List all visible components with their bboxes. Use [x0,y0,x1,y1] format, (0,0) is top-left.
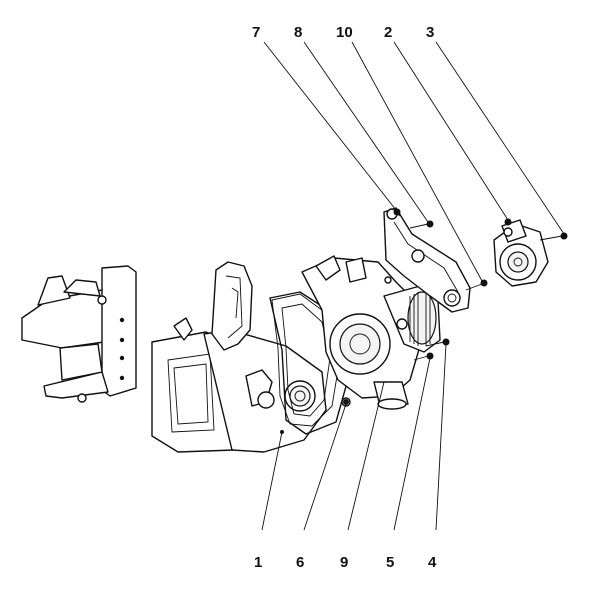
leader-7 [263,41,397,211]
leader-3 [435,41,565,235]
callout-7: 7 [252,24,260,41]
callout-4: 4 [428,554,437,571]
leader-5 [393,357,431,531]
leader-2 [393,41,509,221]
leader-lines [261,41,565,531]
engine-mount-bracket [21,265,137,403]
callout-3: 3 [426,24,434,41]
bolt-6 [343,399,349,405]
bolt-5 [413,352,434,361]
leader-8 [303,41,429,223]
tensioner-2 [493,219,549,287]
bolt-3 [539,232,568,241]
bolt-8 [409,220,434,229]
bolt-7 [393,208,401,217]
callout-5: 5 [386,554,394,571]
leader-6 [303,403,347,531]
leader-4 [435,343,447,531]
callout-10: 10 [336,24,353,41]
callout-6: 6 [296,554,304,571]
callout-2: 2 [384,24,392,41]
leader-1 [261,431,283,531]
callout-9: 9 [340,554,348,571]
bolt-10 [465,279,488,291]
callout-8: 8 [294,24,302,41]
leader-10 [351,41,483,282]
callout-1: 1 [254,554,262,571]
housing-part-1 [151,261,351,453]
callout-labels: 7 8 10 2 3 1 6 9 5 4 [252,24,437,571]
bolt-4 [425,338,450,347]
leader-9 [347,381,385,531]
bolt-2 [504,218,512,226]
